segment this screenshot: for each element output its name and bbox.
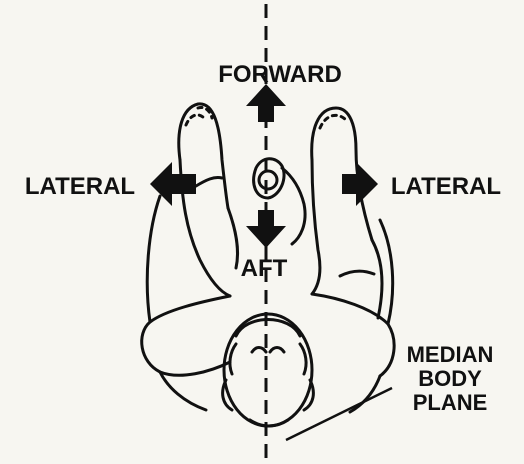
median-label-line3: PLANE bbox=[413, 390, 488, 415]
aft-arrow bbox=[246, 210, 286, 248]
median-label-line1: MEDIAN bbox=[407, 342, 494, 367]
median-label-line2: BODY bbox=[418, 366, 482, 391]
lateral-left-label: LATERAL bbox=[25, 173, 135, 200]
lateral-left-arrow bbox=[150, 162, 196, 206]
lateral-right-arrow bbox=[342, 162, 378, 206]
forward-label: FORWARD bbox=[218, 61, 342, 88]
lateral-right-label: LATERAL bbox=[391, 173, 501, 200]
aft-label: AFT bbox=[241, 255, 288, 282]
control-stick bbox=[259, 171, 277, 189]
right-forearm bbox=[312, 160, 320, 294]
forward-arrow bbox=[246, 84, 286, 122]
median-leader-line bbox=[286, 388, 392, 440]
torso bbox=[142, 296, 230, 375]
head bbox=[224, 314, 312, 426]
